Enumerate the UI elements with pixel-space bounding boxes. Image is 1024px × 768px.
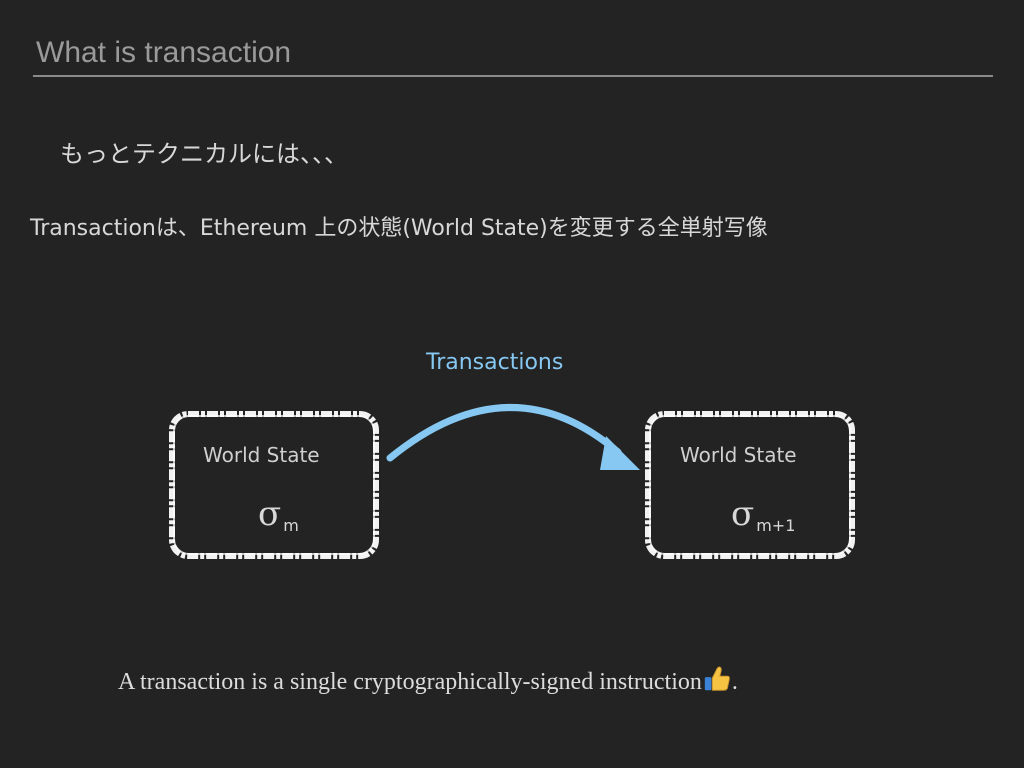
right-state-label: World State [680,443,797,467]
right-subscript: m+1 [756,516,796,535]
thumbs-up-icon [704,666,730,691]
arrowhead-icon [600,436,640,470]
right-sigma: σ [731,494,755,534]
left-state-label: World State [203,443,320,467]
transition-arrow [386,403,640,470]
footer-text: A transaction is a single cryptographica… [118,669,702,695]
title-divider [33,75,993,77]
left-sigma: σ [258,494,282,534]
definition-text: Transactionは、Ethereum 上の状態(World State)を… [30,216,768,241]
slide-subtitle: もっとテクニカルには、、、 [60,140,348,168]
left-subscript: m [283,516,299,535]
footer-caption: A transaction is a single cryptographica… [118,664,738,696]
left-state-box [169,411,379,559]
arrow-label: Transactions [426,350,564,375]
slide-title: What is transaction [36,36,292,69]
right-state-box [645,411,855,559]
footer-period: . [731,669,738,695]
